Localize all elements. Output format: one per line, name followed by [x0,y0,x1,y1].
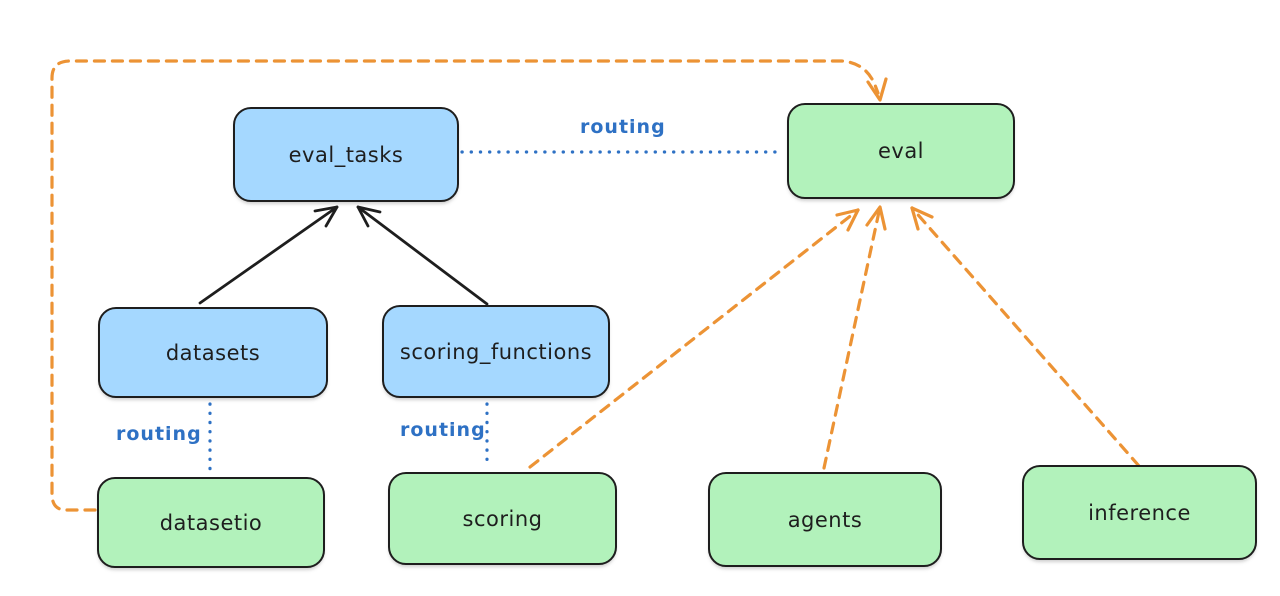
node-datasets: datasets [98,307,328,398]
edge-label-routing-top: routing [580,116,666,138]
node-scoring: scoring [388,472,617,565]
node-scoring-functions-label: scoring_functions [399,339,593,364]
node-eval-tasks: eval_tasks [233,107,459,202]
edge-label-routing-left: routing [116,423,202,445]
node-eval-label: eval [877,139,925,163]
node-datasetio: datasetio [97,477,325,568]
node-eval: eval [787,103,1015,199]
edge-scoring-to-eval [528,208,860,469]
node-inference-label: inference [1088,500,1191,525]
node-agents: agents [708,472,942,567]
edge-agents-to-eval [822,205,887,470]
node-scoring-label: scoring [462,506,543,531]
edge-datasetio-to-eval [50,59,888,512]
node-eval-tasks-label: eval_tasks [288,142,404,167]
edge-scoring-functions-to-eval-tasks [356,205,489,306]
node-agents-label: agents [787,507,863,532]
edge-label-routing-mid: routing [400,419,486,441]
node-inference: inference [1022,465,1257,560]
edge-datasets-to-eval-tasks [198,205,339,305]
node-scoring-functions: scoring_functions [382,305,610,398]
node-datasetio-label: datasetio [159,510,263,535]
node-datasets-label: datasets [165,340,261,365]
edge-inference-to-eval [910,206,1141,468]
